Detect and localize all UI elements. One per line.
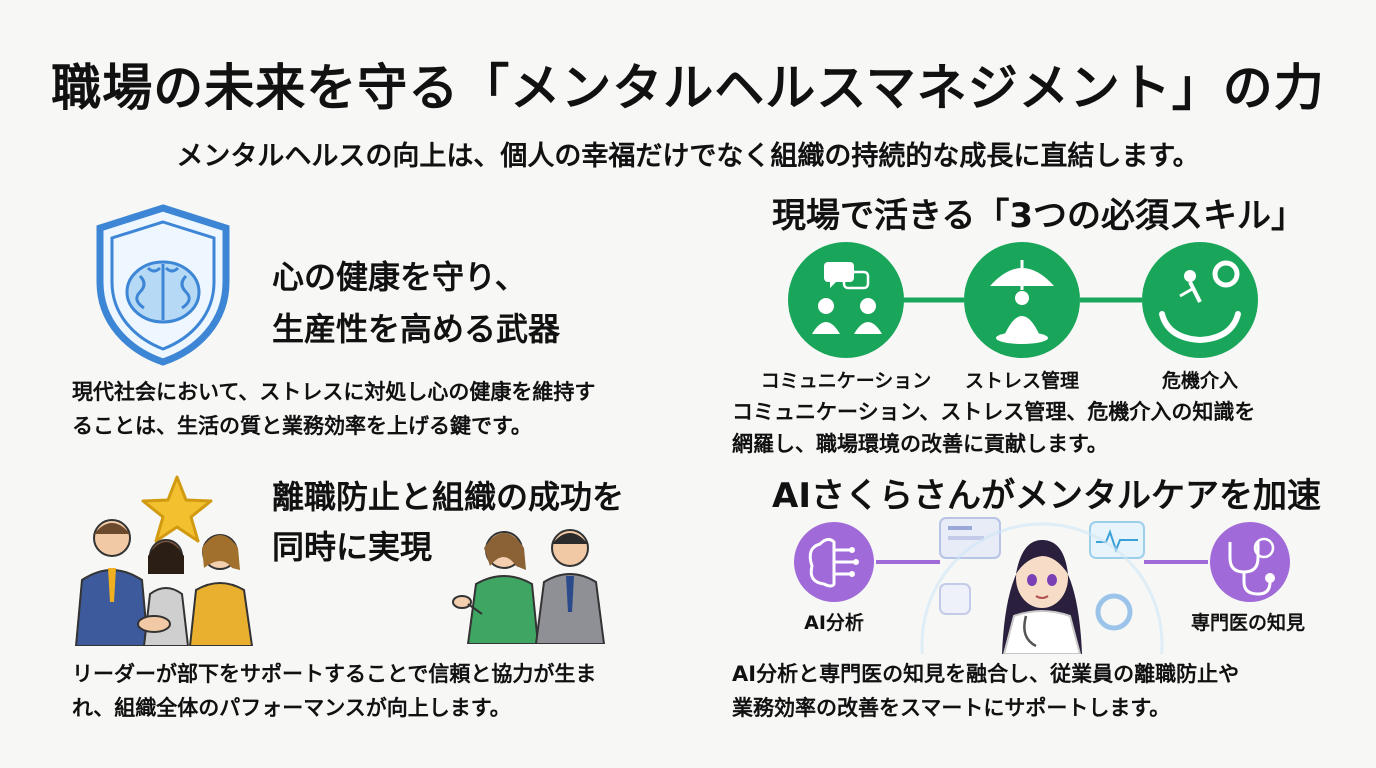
ai-body-line2: 業務効率の改善をスマートにサポートします。 <box>732 696 1171 720</box>
skills-body-line1: コミュニケーション、ストレス管理、危機介入の知識を <box>732 400 1256 424</box>
brain-shield-icon <box>92 204 234 366</box>
rescue-hands-icon <box>1142 242 1258 358</box>
page-subtitle: メンタルヘルスの向上は、個人の幸福だけでなく組織の持続的な成長に直結します。 <box>176 141 1200 172</box>
health-body-line2: ることは、生活の質と業務効率を上げる鍵です。 <box>72 414 532 438</box>
page-title: 職場の未来を守る「メンタルヘルスマネジメント」の力 <box>51 59 1325 117</box>
coworkers-illustration <box>452 524 618 644</box>
team-handshake-illustration <box>72 512 258 646</box>
stethoscope-brain-icon <box>1210 522 1290 602</box>
skill-label-stress: ストレス管理 <box>964 370 1079 392</box>
ai-diagram <box>790 512 1294 654</box>
health-body-line1: 現代社会において、ストレスに対処し心の健康を維持す <box>72 380 596 404</box>
ai-body-line1: AI分析と専門医の知見を融合し、従業員の離職防止や <box>732 662 1240 686</box>
skills-body-line2: 網羅し、職場環境の改善に貢献します。 <box>732 432 1108 456</box>
skills-heading: 現場で活きる「3つの必須スキル」 <box>772 196 1305 236</box>
ai-sakura-avatar <box>920 517 1164 654</box>
retention-body-line2: れ、組織全体のパフォーマンスが向上します。 <box>72 696 511 720</box>
star-icon <box>140 474 214 544</box>
specialist-label: 専門医の知見 <box>1190 612 1305 634</box>
ai-brain-circuit-icon <box>794 522 874 602</box>
retention-body-line1: リーダーが部下をサポートすることで信頼と協力が生ま <box>72 662 597 686</box>
chat-icon <box>788 242 904 358</box>
retention-heading-line1: 離職防止と組織の成功を <box>272 478 625 516</box>
health-heading-line1: 心の健康を守り、 <box>272 258 527 296</box>
skill-label-communication: コミュニケーション <box>760 370 932 392</box>
health-heading-line2: 生産性を高める武器 <box>272 310 561 348</box>
ai-analysis-label: AI分析 <box>804 612 864 634</box>
retention-heading-line2: 同時に実現 <box>272 528 433 566</box>
skills-diagram <box>786 240 1270 364</box>
skill-label-crisis: 危機介入 <box>1161 370 1238 392</box>
umbrella-meditation-icon <box>964 242 1080 358</box>
ai-heading: AIさくらさんがメンタルケアを加速 <box>772 476 1321 516</box>
